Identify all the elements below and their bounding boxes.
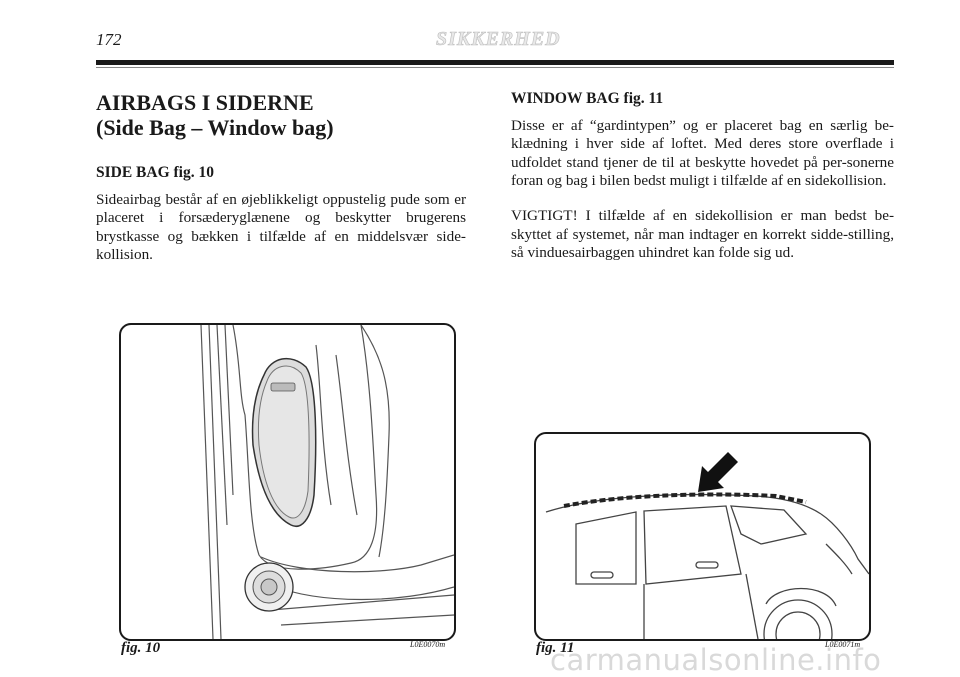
title-line-1: AIRBAGS I SIDERNE — [96, 90, 314, 115]
seat-side-airbag-icon — [200, 325, 454, 639]
window-bag-subheading: WINDOW BAG fig. 11 — [511, 90, 664, 107]
section-title: SIKKERHED — [436, 28, 561, 51]
fig11-illustration — [534, 432, 871, 641]
fig11-caption: fig. 11 — [536, 640, 575, 656]
header-rule-thin — [96, 67, 894, 68]
right-column: WINDOW BAG fig. 11 Disse er af “gardinty… — [511, 90, 894, 279]
fig11-code: L0E0071m — [825, 640, 861, 649]
left-column: AIRBAGS I SIDERNE (Side Bag – Window bag… — [96, 90, 466, 281]
side-bag-paragraph: Sideairbag består af en øjeblikkeligt op… — [96, 190, 466, 264]
window-bag-paragraph: Disse er af “gardintypen” og er placeret… — [511, 116, 894, 190]
title-line-2: (Side Bag – Window bag) — [96, 115, 334, 140]
fig10-code: L0E0070m — [410, 640, 446, 649]
important-paragraph: VIGTIGT! I tilfælde af en sidekollision … — [511, 206, 894, 262]
page-title: AIRBAGS I SIDERNE (Side Bag – Window bag… — [96, 90, 466, 140]
car-window-bag-icon — [545, 452, 869, 639]
fig10-illustration — [119, 323, 456, 641]
fig10-caption: fig. 10 — [121, 640, 161, 656]
watermark: carmanualsonline.info — [550, 643, 882, 677]
page-number: 172 — [96, 30, 122, 49]
header-rule — [96, 60, 894, 65]
side-bag-subheading: SIDE BAG fig. 10 — [96, 164, 214, 181]
